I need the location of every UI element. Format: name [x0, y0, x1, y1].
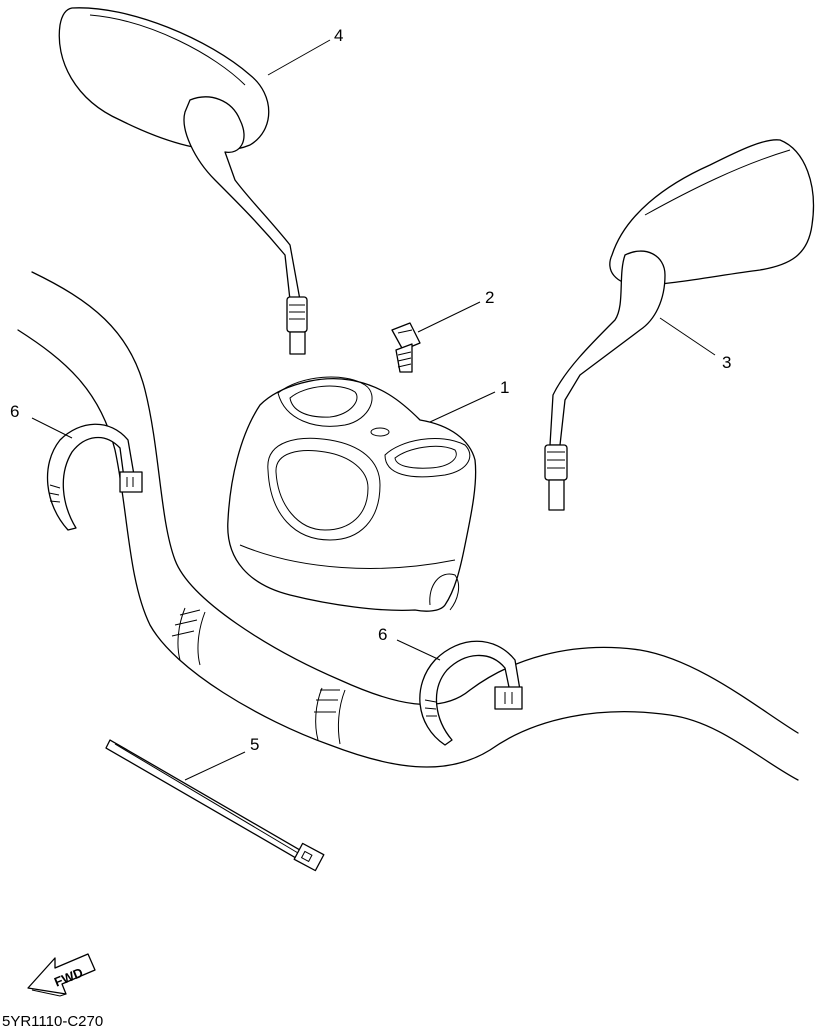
- handlebar: [17, 271, 799, 781]
- right-clip: [419, 640, 523, 746]
- diagram-code: 5YR1110-C270: [2, 1013, 103, 1030]
- callout-6-left: 6: [10, 402, 19, 421]
- cable-tie: [105, 739, 325, 872]
- callout-6-right: 6: [378, 625, 387, 644]
- leader-lines: [31, 39, 716, 781]
- handlebar-cover: [227, 376, 477, 612]
- callout-1: 1: [500, 378, 509, 397]
- bolt: [391, 322, 421, 373]
- left-mirror: [58, 7, 308, 355]
- callout-2: 2: [485, 288, 494, 307]
- callout-labels: 4 2 1 3 6 6 5: [10, 26, 731, 754]
- forward-arrow: FWD: [27, 953, 96, 997]
- callout-4: 4: [334, 26, 343, 45]
- right-mirror: [544, 139, 815, 511]
- left-clip: [46, 423, 143, 531]
- callout-5: 5: [250, 735, 259, 754]
- callout-3: 3: [722, 353, 731, 372]
